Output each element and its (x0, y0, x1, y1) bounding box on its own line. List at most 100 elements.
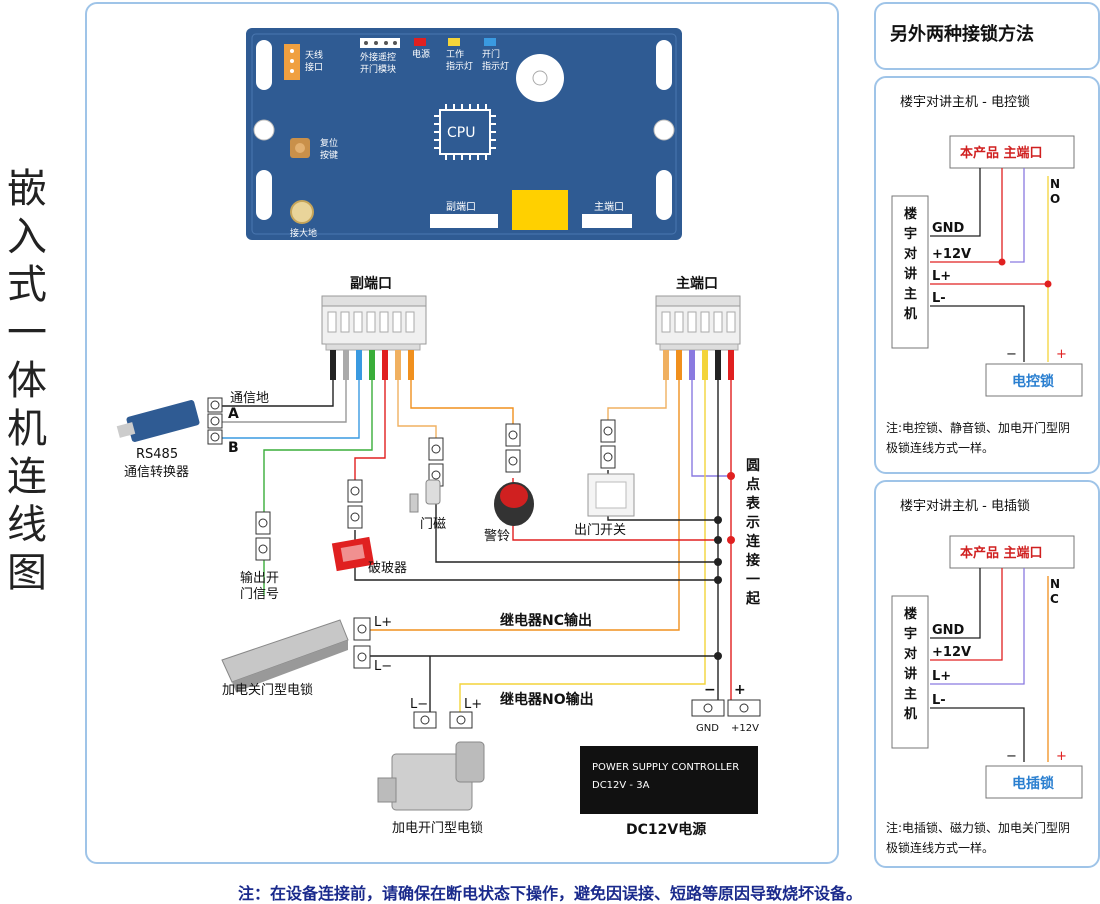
right-header: 另外两种接锁方法 (890, 23, 1034, 45)
psu-caption: DC12V电源 (626, 821, 706, 838)
cpu-label: CPU (447, 125, 475, 141)
p2-wires (930, 568, 1049, 762)
a-label: A (228, 406, 239, 422)
fail-secure-lock-device (377, 741, 485, 811)
main-connector-title: 主端口 (676, 275, 718, 292)
aux-connector (321, 295, 427, 351)
board-main-port-label: 主端口 (594, 200, 624, 213)
p2-lminus: L- (932, 693, 946, 708)
main-wire-stubs (663, 350, 734, 380)
glass-breaker-label: 破玻器 (368, 561, 407, 576)
ground-label: 接大地 (290, 227, 317, 239)
led-work-label: 工作指示灯 (446, 48, 473, 72)
p2-host-box (891, 595, 929, 749)
rs485-converter (116, 400, 200, 442)
psu-minus: − (704, 682, 716, 698)
terminal-screws (210, 400, 749, 725)
wires (220, 380, 732, 712)
fail-secure-lminus: L− (410, 697, 428, 712)
p1-note: 注:电控锁、静音锁、加电开门型阴极锁连线方式一样。 (886, 420, 1070, 455)
p1-minus: − (1006, 347, 1017, 362)
junction-dots (714, 472, 735, 660)
p2-product-box (949, 535, 1075, 569)
alarm-device (494, 482, 534, 526)
glass-breaker-device (331, 536, 375, 572)
fail-safe-lock-device (221, 619, 349, 692)
p1-host: 楼宇对讲主机 (904, 206, 917, 322)
p2-lock: 电插锁 (1012, 775, 1054, 792)
p1-product-box (949, 135, 1075, 169)
psu-line2: DC12V - 3A (592, 780, 650, 791)
antenna-label: 天线接口 (305, 49, 323, 73)
exit-switch-label: 出门开关 (574, 523, 626, 538)
fail-safe-lminus: L− (374, 659, 392, 674)
psu-box (580, 746, 758, 814)
relay-nc-label: 继电器NC输出 (500, 612, 592, 629)
p1-lminus: L- (932, 291, 946, 306)
b-label: B (228, 440, 239, 456)
p2-minus: − (1006, 749, 1017, 764)
psu-12v: +12V (731, 723, 759, 734)
p1-product: 本产品 主端口 (960, 145, 1043, 161)
relay-no-label: 继电器NO输出 (500, 691, 594, 708)
psu-plus: + (734, 682, 746, 698)
p2-12v: +12V (932, 645, 971, 660)
p2-gnd: GND (932, 623, 965, 638)
title-char: 嵌 (7, 166, 47, 212)
p1-plus: + (1056, 347, 1067, 362)
p1-host-box (891, 195, 929, 349)
led-open-label: 开门指示灯 (482, 48, 509, 72)
aux-connector-title: 副端口 (350, 275, 392, 292)
p1-lplus: L+ (932, 269, 951, 284)
alarm-label: 警铃 (484, 528, 510, 544)
title-char: 一 (7, 310, 47, 356)
p1-lock-box (985, 363, 1083, 397)
controller-board: 天线接口 外接遥控开门模块 电源 工作指示灯 开门指示灯 CPU 复位按键 接大… (246, 28, 682, 240)
title-char: 机 (7, 406, 47, 452)
p2-product: 本产品 主端口 (960, 545, 1043, 561)
rs485-sub-label: 通信转换器 (124, 465, 189, 480)
p2-lplus: L+ (932, 669, 951, 684)
p2-plus: + (1056, 749, 1067, 764)
remote-module-label: 外接遥控开门模块 (360, 51, 396, 75)
title-char: 体 (7, 358, 47, 404)
door-sensor-label: 门磁 (420, 517, 446, 532)
board-aux-port-label: 副端口 (446, 200, 476, 213)
p1-lock: 电控锁 (1012, 373, 1054, 390)
psu-gnd: GND (696, 723, 719, 734)
terminal-blocks (207, 397, 761, 729)
p2-host: 楼宇对讲主机 (904, 606, 917, 722)
main-connector (655, 295, 741, 351)
title-char: 图 (7, 550, 47, 596)
comm-ground-label: 通信地 (230, 391, 269, 406)
fail-safe-lplus: L+ (374, 615, 392, 630)
title-char: 线 (7, 502, 47, 548)
output-signal-label: 输出开门信号 (240, 570, 279, 602)
p2-note: 注:电插锁、磁力锁、加电关门型阴极锁连线方式一样。 (886, 820, 1070, 855)
right-header-panel (874, 2, 1100, 70)
led-power-label: 电源 (412, 48, 430, 60)
title-char: 式 (7, 262, 47, 308)
vertical-title: 嵌 入 式 一 体 机 连 线 图 (4, 165, 50, 597)
fail-safe-lock-label: 加电关门型电锁 (222, 682, 313, 698)
p1-gnd: GND (932, 221, 965, 236)
exit-switch-device (587, 473, 635, 517)
p2-title: 楼宇对讲主机 - 电插锁 (900, 498, 1030, 514)
fail-secure-lplus: L+ (464, 697, 482, 712)
door-sensor-device (409, 479, 441, 513)
p1-wires (930, 168, 1049, 362)
fail-secure-lock-label: 加电开门型电锁 (392, 820, 483, 836)
title-char: 连 (7, 454, 47, 500)
p1-title: 楼宇对讲主机 - 电控锁 (900, 94, 1030, 110)
rs485-label: RS485 (136, 447, 178, 462)
bottom-warning-note: 注：在设备连接前，请确保在断电状态下操作，避免因误接、短路等原因导致烧坏设备。 (237, 884, 862, 903)
p1-12v: +12V (932, 247, 971, 262)
psu-line1: POWER SUPPLY CONTROLLER (592, 762, 739, 773)
reset-label: 复位按键 (320, 137, 338, 161)
aux-wire-stubs (330, 350, 414, 380)
p2-lock-box (985, 765, 1083, 799)
title-char: 入 (7, 214, 47, 260)
